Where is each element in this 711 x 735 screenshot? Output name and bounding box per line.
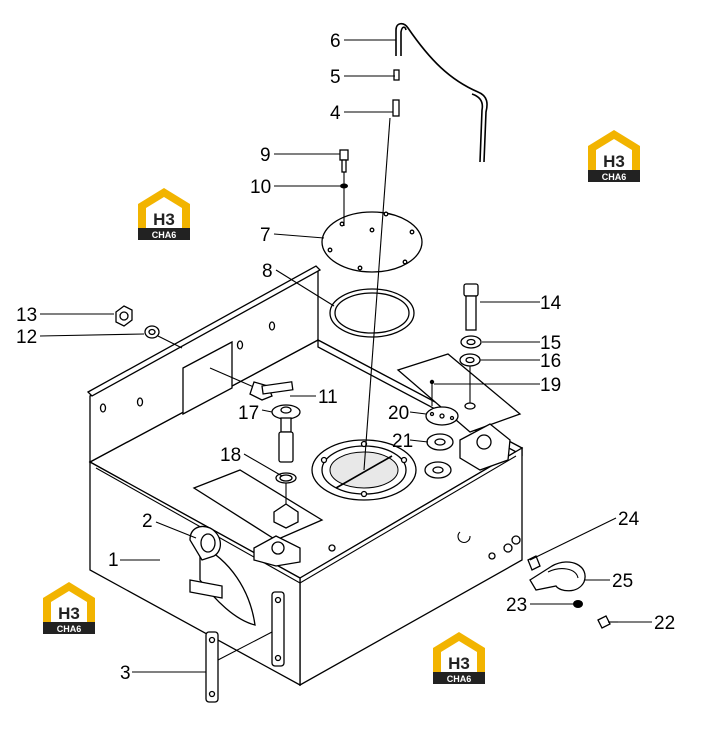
callout-12: 12 xyxy=(16,327,37,348)
callout-15: 15 xyxy=(540,333,561,354)
callout-labels: 6 5 4 9 10 7 8 13 12 14 15 16 19 11 17 1… xyxy=(16,31,675,684)
cover-plate xyxy=(321,211,423,273)
watermark-logo: H3 CHA6 xyxy=(588,130,640,182)
callout-18: 18 xyxy=(220,445,241,466)
callout-20: 20 xyxy=(388,403,409,424)
leader-lines xyxy=(39,39,652,673)
callout-19: 19 xyxy=(540,375,561,396)
watermark-logo: H3 CHA6 xyxy=(433,632,485,684)
callout-3: 3 xyxy=(120,663,131,684)
strap xyxy=(205,591,285,703)
flange-20 xyxy=(425,379,459,426)
callout-8: 8 xyxy=(262,261,273,282)
bolt-9 xyxy=(339,149,349,226)
watermark-word: CHA6 xyxy=(602,172,627,182)
watermark-letters: H3 xyxy=(603,152,625,171)
callout-24: 24 xyxy=(618,509,640,530)
callout-22: 22 xyxy=(654,613,675,634)
watermark-letters: H3 xyxy=(58,604,80,623)
callout-9: 9 xyxy=(260,145,271,166)
callout-1: 1 xyxy=(108,550,119,571)
bolt-11 xyxy=(209,367,294,401)
callout-10: 10 xyxy=(250,177,271,198)
callout-25: 25 xyxy=(612,571,633,592)
callout-23: 23 xyxy=(506,595,527,616)
watermark-word: CHA6 xyxy=(57,624,82,634)
watermark-logo: H3 CHA6 xyxy=(43,582,95,634)
callout-16: 16 xyxy=(540,351,561,372)
nut-13 xyxy=(115,305,183,349)
watermark-letters: H3 xyxy=(153,210,175,229)
callout-2: 2 xyxy=(142,511,153,532)
callout-13: 13 xyxy=(16,305,37,326)
callout-5: 5 xyxy=(330,67,341,88)
tank-body xyxy=(86,265,524,687)
callout-14: 14 xyxy=(540,293,562,314)
callout-17: 17 xyxy=(238,403,259,424)
callout-6: 6 xyxy=(330,31,341,52)
lifting-eye xyxy=(189,525,223,599)
clamp-assembly xyxy=(527,555,618,629)
watermark-word: CHA6 xyxy=(447,674,472,684)
callout-11: 11 xyxy=(318,387,338,408)
callout-7: 7 xyxy=(260,225,271,246)
watermark-word: CHA6 xyxy=(152,230,177,240)
watermark-logo: H3 CHA6 xyxy=(138,188,190,240)
bolt-14 xyxy=(459,283,482,410)
callout-21: 21 xyxy=(392,431,413,452)
callout-4: 4 xyxy=(330,103,341,124)
mounting-bracket-right xyxy=(396,353,522,471)
breather-tube xyxy=(363,22,488,471)
gasket xyxy=(329,288,415,338)
watermark-letters: H3 xyxy=(448,654,470,673)
